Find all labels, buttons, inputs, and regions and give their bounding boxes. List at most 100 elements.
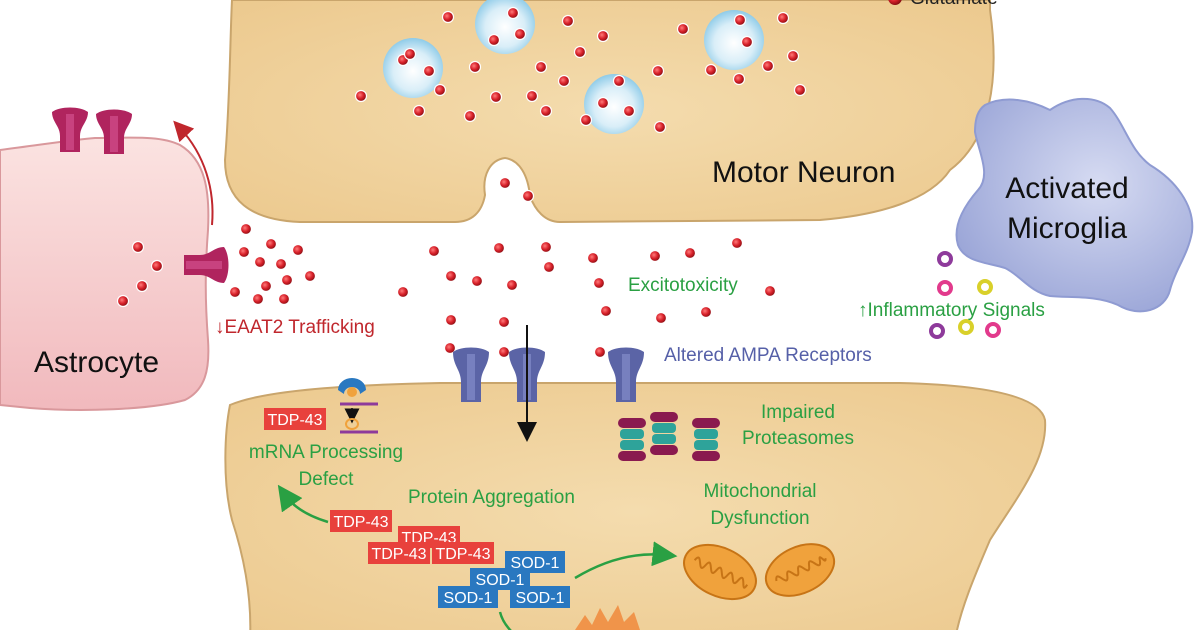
proteasomes bbox=[618, 412, 720, 461]
glutamate-particle bbox=[763, 284, 777, 298]
mito-dysfunction-line1: Mitochondrial bbox=[704, 481, 817, 502]
glutamate-particle bbox=[699, 305, 713, 319]
excitotoxicity-label: Excitotoxicity bbox=[628, 275, 738, 296]
mitochondria bbox=[683, 543, 836, 601]
mrna-icon bbox=[338, 378, 378, 434]
mrna-defect-line1: mRNA Processing bbox=[249, 442, 403, 463]
glutamate-particle bbox=[253, 255, 267, 269]
glutamate-particle bbox=[683, 246, 697, 260]
glutamate-particle bbox=[497, 345, 511, 359]
vesicle-group bbox=[383, 0, 764, 134]
ampa-receptors bbox=[453, 347, 644, 402]
aggregation-to-mrna-arrow bbox=[277, 484, 329, 524]
glutamate-particle bbox=[579, 113, 593, 127]
glutamate-particle bbox=[487, 33, 501, 47]
glutamate-particle bbox=[354, 89, 368, 103]
glutamate-particle bbox=[593, 345, 607, 359]
signal-dot bbox=[958, 319, 974, 335]
proteasome bbox=[618, 418, 646, 461]
vesicle bbox=[383, 38, 443, 98]
sod1-down-arrow bbox=[498, 611, 512, 630]
proteasome bbox=[692, 418, 720, 461]
microglia-label-line2: Microglia bbox=[1007, 212, 1127, 245]
mrna-defect-line2: Defect bbox=[299, 469, 355, 490]
sod1-tag-text: SOD-1 bbox=[444, 590, 493, 607]
glutamate-particle bbox=[676, 22, 690, 36]
glutamate-particle bbox=[513, 27, 527, 41]
signal-dot bbox=[937, 280, 953, 296]
glutamate-particle bbox=[654, 311, 668, 325]
eaat2-label: ↓EAAT2 Trafficking bbox=[215, 317, 375, 338]
glutamate-particle bbox=[793, 83, 807, 97]
glutamate-particle bbox=[733, 13, 747, 27]
glutamate-particle bbox=[786, 49, 800, 63]
glutamate-particle bbox=[497, 315, 511, 329]
vesicle bbox=[704, 10, 764, 70]
transporter bbox=[96, 109, 132, 154]
glutamate-particle bbox=[280, 273, 294, 287]
glutamate-particle bbox=[622, 104, 636, 118]
sod1-to-mito-arrow bbox=[574, 541, 678, 580]
glutamate-particle bbox=[433, 83, 447, 97]
glutamate-particle bbox=[291, 243, 305, 257]
protein-aggregation-label: Protein Aggregation bbox=[408, 487, 575, 508]
sod1-tag: SOD-1 bbox=[438, 586, 498, 608]
eaat2-trafficking-arrow bbox=[173, 120, 214, 226]
ampa-receptor bbox=[608, 347, 644, 402]
glutamate-particle bbox=[135, 279, 149, 293]
glutamate-particle bbox=[612, 74, 626, 88]
microglia-cell bbox=[955, 97, 1194, 313]
glutamate-particle bbox=[648, 249, 662, 263]
sod1-tag: SOD-1 bbox=[470, 568, 530, 590]
glutamate-particle bbox=[534, 60, 548, 74]
impaired-proteasomes-line1: Impaired bbox=[761, 402, 835, 423]
glutamate-particle bbox=[303, 269, 317, 283]
stress-burst bbox=[575, 605, 640, 630]
glutamate-particle bbox=[444, 269, 458, 283]
tdp43-tag-text: TDP-43 bbox=[267, 412, 322, 429]
signal-dot bbox=[929, 323, 945, 339]
impaired-proteasomes-line2: Proteasomes bbox=[742, 428, 854, 449]
tdp43-tag: TDP-43 bbox=[330, 510, 392, 532]
glutamate-particle bbox=[422, 64, 436, 78]
glutamate-particle bbox=[470, 274, 484, 288]
glutamate-particles bbox=[116, 6, 807, 359]
sod1-tag: SOD-1 bbox=[505, 551, 565, 573]
inflammatory-signal-dots bbox=[929, 251, 1001, 339]
mito-dysfunction-line2: Dysfunction bbox=[710, 508, 809, 529]
glutamate-particle bbox=[651, 64, 665, 78]
glutamate-particle bbox=[412, 104, 426, 118]
glutamate-particle bbox=[259, 279, 273, 293]
glutamate-particle bbox=[732, 72, 746, 86]
glutamate-particle bbox=[506, 6, 520, 20]
glutamate-particle bbox=[396, 285, 410, 299]
glutamate-particle bbox=[492, 241, 506, 255]
glutamate-particle bbox=[443, 341, 457, 355]
glutamate-particle bbox=[228, 285, 242, 299]
glutamate-particle bbox=[525, 89, 539, 103]
glutamate-particle bbox=[586, 251, 600, 265]
glutamate-particle bbox=[237, 245, 251, 259]
glutamate-legend-symbol bbox=[888, 0, 902, 5]
transporter bbox=[184, 247, 229, 283]
ampa-receptor bbox=[453, 347, 489, 402]
glutamate-particle bbox=[444, 313, 458, 327]
signal-dot bbox=[985, 322, 1001, 338]
sod1-tag-text: SOD-1 bbox=[516, 590, 565, 607]
glutamate-particle bbox=[592, 276, 606, 290]
glutamate-particle bbox=[599, 304, 613, 318]
glutamate-particle bbox=[264, 237, 278, 251]
sod1-tag-text: SOD-1 bbox=[511, 555, 560, 572]
glutamate-particle bbox=[653, 120, 667, 134]
mitochondrion bbox=[683, 543, 757, 601]
glutamate-particle bbox=[277, 292, 291, 306]
tdp43-tag: TDP-43 bbox=[432, 542, 494, 564]
tdp43-tag-text: TDP-43 bbox=[371, 546, 426, 563]
motor-neuron-label: Motor Neuron bbox=[712, 156, 895, 189]
glutamate-particle bbox=[740, 35, 754, 49]
glutamate-particle bbox=[489, 90, 503, 104]
mitochondrion bbox=[764, 543, 836, 597]
glutamate-particle bbox=[596, 96, 610, 110]
ampa-label: Altered AMPA Receptors bbox=[664, 345, 872, 366]
